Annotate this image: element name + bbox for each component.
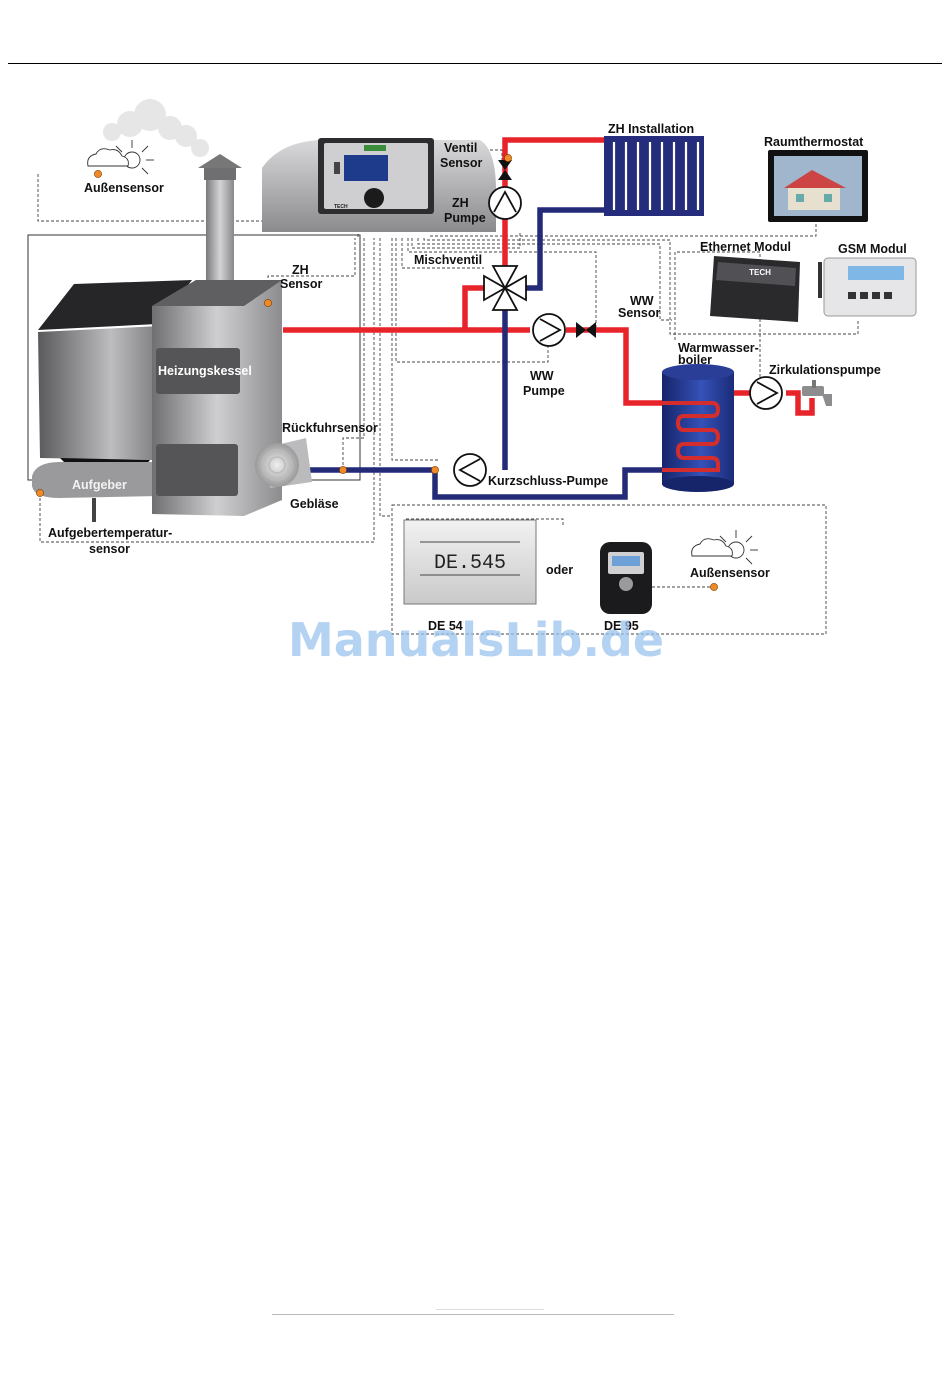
wire-kurzschluss — [391, 238, 440, 461]
kurzschluss-dot — [431, 466, 439, 474]
gsm-modul-device — [818, 257, 917, 317]
label-oder: oder — [546, 563, 573, 577]
wire-de54 — [406, 518, 564, 525]
ww-sensor-valve — [576, 322, 596, 338]
wire-aufgeber-sensor — [39, 238, 375, 543]
aussensensor-right-dot — [710, 583, 718, 591]
label-zirkulationspumpe: Zirkulationspumpe — [769, 363, 881, 377]
zh-sensor-dot — [264, 299, 272, 307]
boiler-body — [152, 280, 282, 516]
label-zh-sensor-1: ZH — [292, 263, 309, 277]
wire-ww-sensor — [407, 238, 597, 330]
wire-de-box — [379, 238, 392, 517]
ventil-sensor-dot — [504, 154, 512, 162]
supply-to-tank — [566, 327, 662, 406]
label-ww-pumpe-2: Pumpe — [523, 384, 565, 398]
label-de95: DE 95 — [604, 619, 639, 633]
supply-to-mixer — [462, 285, 485, 330]
label-ethernet-modul: Ethernet Modul — [700, 240, 791, 254]
weather-icon-right — [691, 530, 758, 565]
supply-to-radiators — [502, 137, 606, 268]
kurzschluss-pumpe-symbol — [453, 453, 487, 487]
label-kurzschluss-pumpe: Kurzschluss-Pumpe — [488, 474, 608, 488]
label-gsm-modul: GSM Modul — [838, 242, 907, 256]
aussensensor-left-dot — [94, 170, 102, 178]
radiator — [604, 136, 704, 216]
wire-rueckfuhr — [342, 238, 365, 470]
label-de54: DE 54 — [428, 619, 463, 633]
weather-icon-left — [87, 140, 154, 175]
aufgeber-sensor-dot — [36, 489, 44, 497]
label-aussensensor-right: Außensensor — [690, 566, 770, 580]
feeder — [32, 462, 160, 522]
ventil-sensor-valve — [498, 160, 512, 180]
de545-display: DE.545 — [434, 552, 506, 575]
rueckfuhrsensor-dot — [339, 466, 347, 474]
raumthermostat-device — [768, 150, 868, 222]
hot-water-out-b — [786, 390, 815, 416]
warmwasser-tank — [662, 364, 734, 492]
label-ww-sensor-2: Sensor — [618, 306, 661, 320]
label-mischventil: Mischventil — [414, 253, 482, 267]
wire-zh-sensor — [267, 238, 356, 303]
return-from-radiators — [523, 207, 606, 291]
label-aufgeber-temp-2: sensor — [89, 542, 130, 556]
fan-geblaese — [255, 438, 312, 488]
de95-device — [600, 542, 652, 614]
label-zh-sensor-2: Sensor — [280, 277, 323, 291]
return-from-tank — [310, 467, 662, 500]
label-zh-installation: ZH Installation — [608, 122, 694, 136]
label-heizungskessel: Heizungskessel — [158, 364, 252, 378]
label-zh-pumpe-1: ZH — [452, 196, 469, 210]
footer-rule — [272, 1314, 674, 1315]
label-geblaese: Gebläse — [290, 497, 339, 511]
label-ventil-sensor: Sensor — [440, 156, 483, 170]
ethernet-tech-logo: TECH — [749, 268, 771, 277]
header-rule — [8, 63, 942, 64]
zirkulationspumpe-symbol — [749, 376, 783, 410]
watermark: ManualsLib.de — [288, 613, 664, 667]
zh-pumpe-symbol — [488, 186, 522, 220]
sensor-dots — [36, 154, 718, 591]
label-warmwasser-1: Warmwasser- — [678, 341, 759, 355]
wire-mischventil — [401, 238, 484, 269]
label-ventil: Ventil — [444, 141, 477, 155]
controller-unit: TECH — [262, 138, 496, 232]
wire-ww-pumpe — [395, 238, 549, 363]
footer-rule-secondary — [436, 1309, 544, 1310]
label-aufgeber-temp-1: Aufgebertemperatur- — [48, 526, 172, 540]
pipes — [283, 137, 815, 500]
controller-tech-logo: TECH — [334, 204, 348, 210]
de54-device: DE.545 — [403, 519, 537, 605]
label-rueckfuhrsensor: Rückfuhrsensor — [282, 421, 378, 435]
wire-raumthermostat — [430, 222, 817, 237]
label-aufgeber: Aufgeber — [72, 478, 127, 492]
label-raumthermostat: Raumthermostat — [764, 135, 864, 149]
wire-ethernet — [417, 238, 672, 321]
de-options-box — [391, 504, 827, 635]
ww-pumpe-symbol — [532, 313, 566, 347]
ethernet-modul-device: TECH — [710, 256, 800, 322]
label-warmwasser-2: boiler — [678, 353, 712, 367]
label-ww-pumpe-1: WW — [530, 369, 554, 383]
mischventil-symbol — [483, 265, 527, 311]
label-aussensensor-left: Außensensor — [84, 181, 164, 195]
label-ww-sensor-1: WW — [630, 294, 654, 308]
label-zh-pumpe-2: Pumpe — [444, 211, 486, 225]
smoke-cloud — [103, 99, 209, 157]
faucet — [802, 380, 832, 406]
wire-gsm — [423, 238, 859, 335]
